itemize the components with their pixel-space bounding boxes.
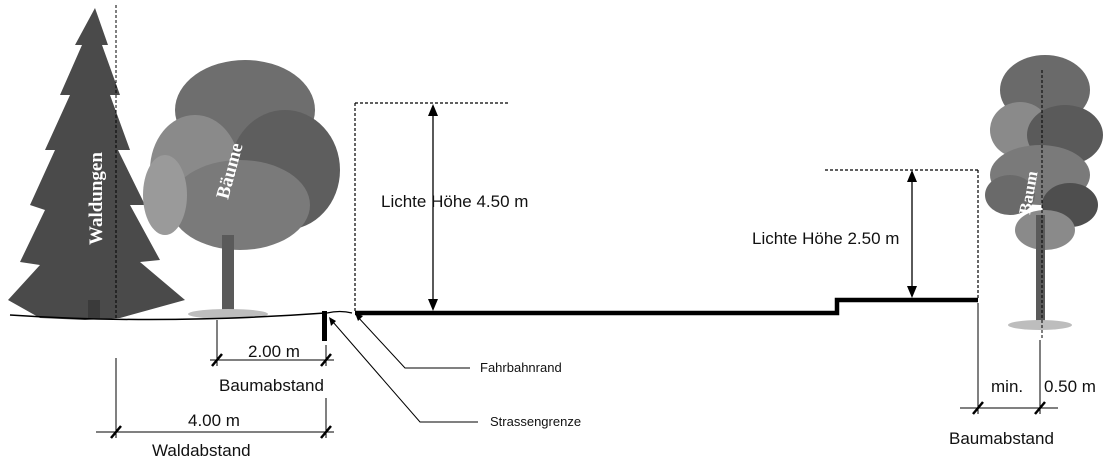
arrow-head-icon: [355, 313, 363, 321]
road-surface: [355, 297, 978, 316]
arrow-down-icon: [907, 286, 917, 298]
clearance-side-label: Lichte Höhe 2.50 m: [752, 229, 899, 248]
road-boundary-label: Strassengrenze: [490, 414, 581, 429]
dim-tick-icon: [972, 401, 984, 415]
road-boundary-leader: [332, 321, 478, 423]
road-edge-leader: [356, 315, 470, 369]
dim-tick-icon: [211, 353, 223, 367]
tree-distance-label: Baumabstand: [219, 376, 324, 395]
shoulder-line: [326, 310, 353, 314]
pine-tree-icon: [985, 55, 1103, 330]
conifer-tree-icon: [8, 8, 185, 320]
dim-min-label: min.: [991, 377, 1023, 396]
dim-right-value: 0.50 m: [1044, 377, 1096, 396]
arrow-down-icon: [428, 299, 438, 311]
road-edge-label: Fahrbahnrand: [480, 360, 562, 375]
dim-tick-icon: [1034, 401, 1046, 415]
dim-forest-value: 4.00 m: [188, 411, 240, 430]
dim-tick-icon: [110, 425, 122, 439]
forest-label: Waldungen: [86, 152, 107, 245]
arrow-up-icon: [428, 104, 438, 116]
ground-line: [9, 312, 326, 321]
arrow-head-icon: [329, 317, 336, 326]
dim-tree-value: 2.00 m: [248, 342, 300, 361]
road-boundary-post: [322, 311, 327, 341]
forest-distance-label: Waldabstand: [152, 441, 251, 460]
dim-tick-icon: [320, 353, 332, 367]
clearance-main-label: Lichte Höhe 4.50 m: [381, 192, 528, 211]
dim-tick-icon: [320, 425, 332, 439]
arrow-up-icon: [907, 170, 917, 182]
tree-distance-right-label: Baumabstand: [949, 429, 1054, 448]
deciduous-tree-icon: [143, 60, 340, 319]
